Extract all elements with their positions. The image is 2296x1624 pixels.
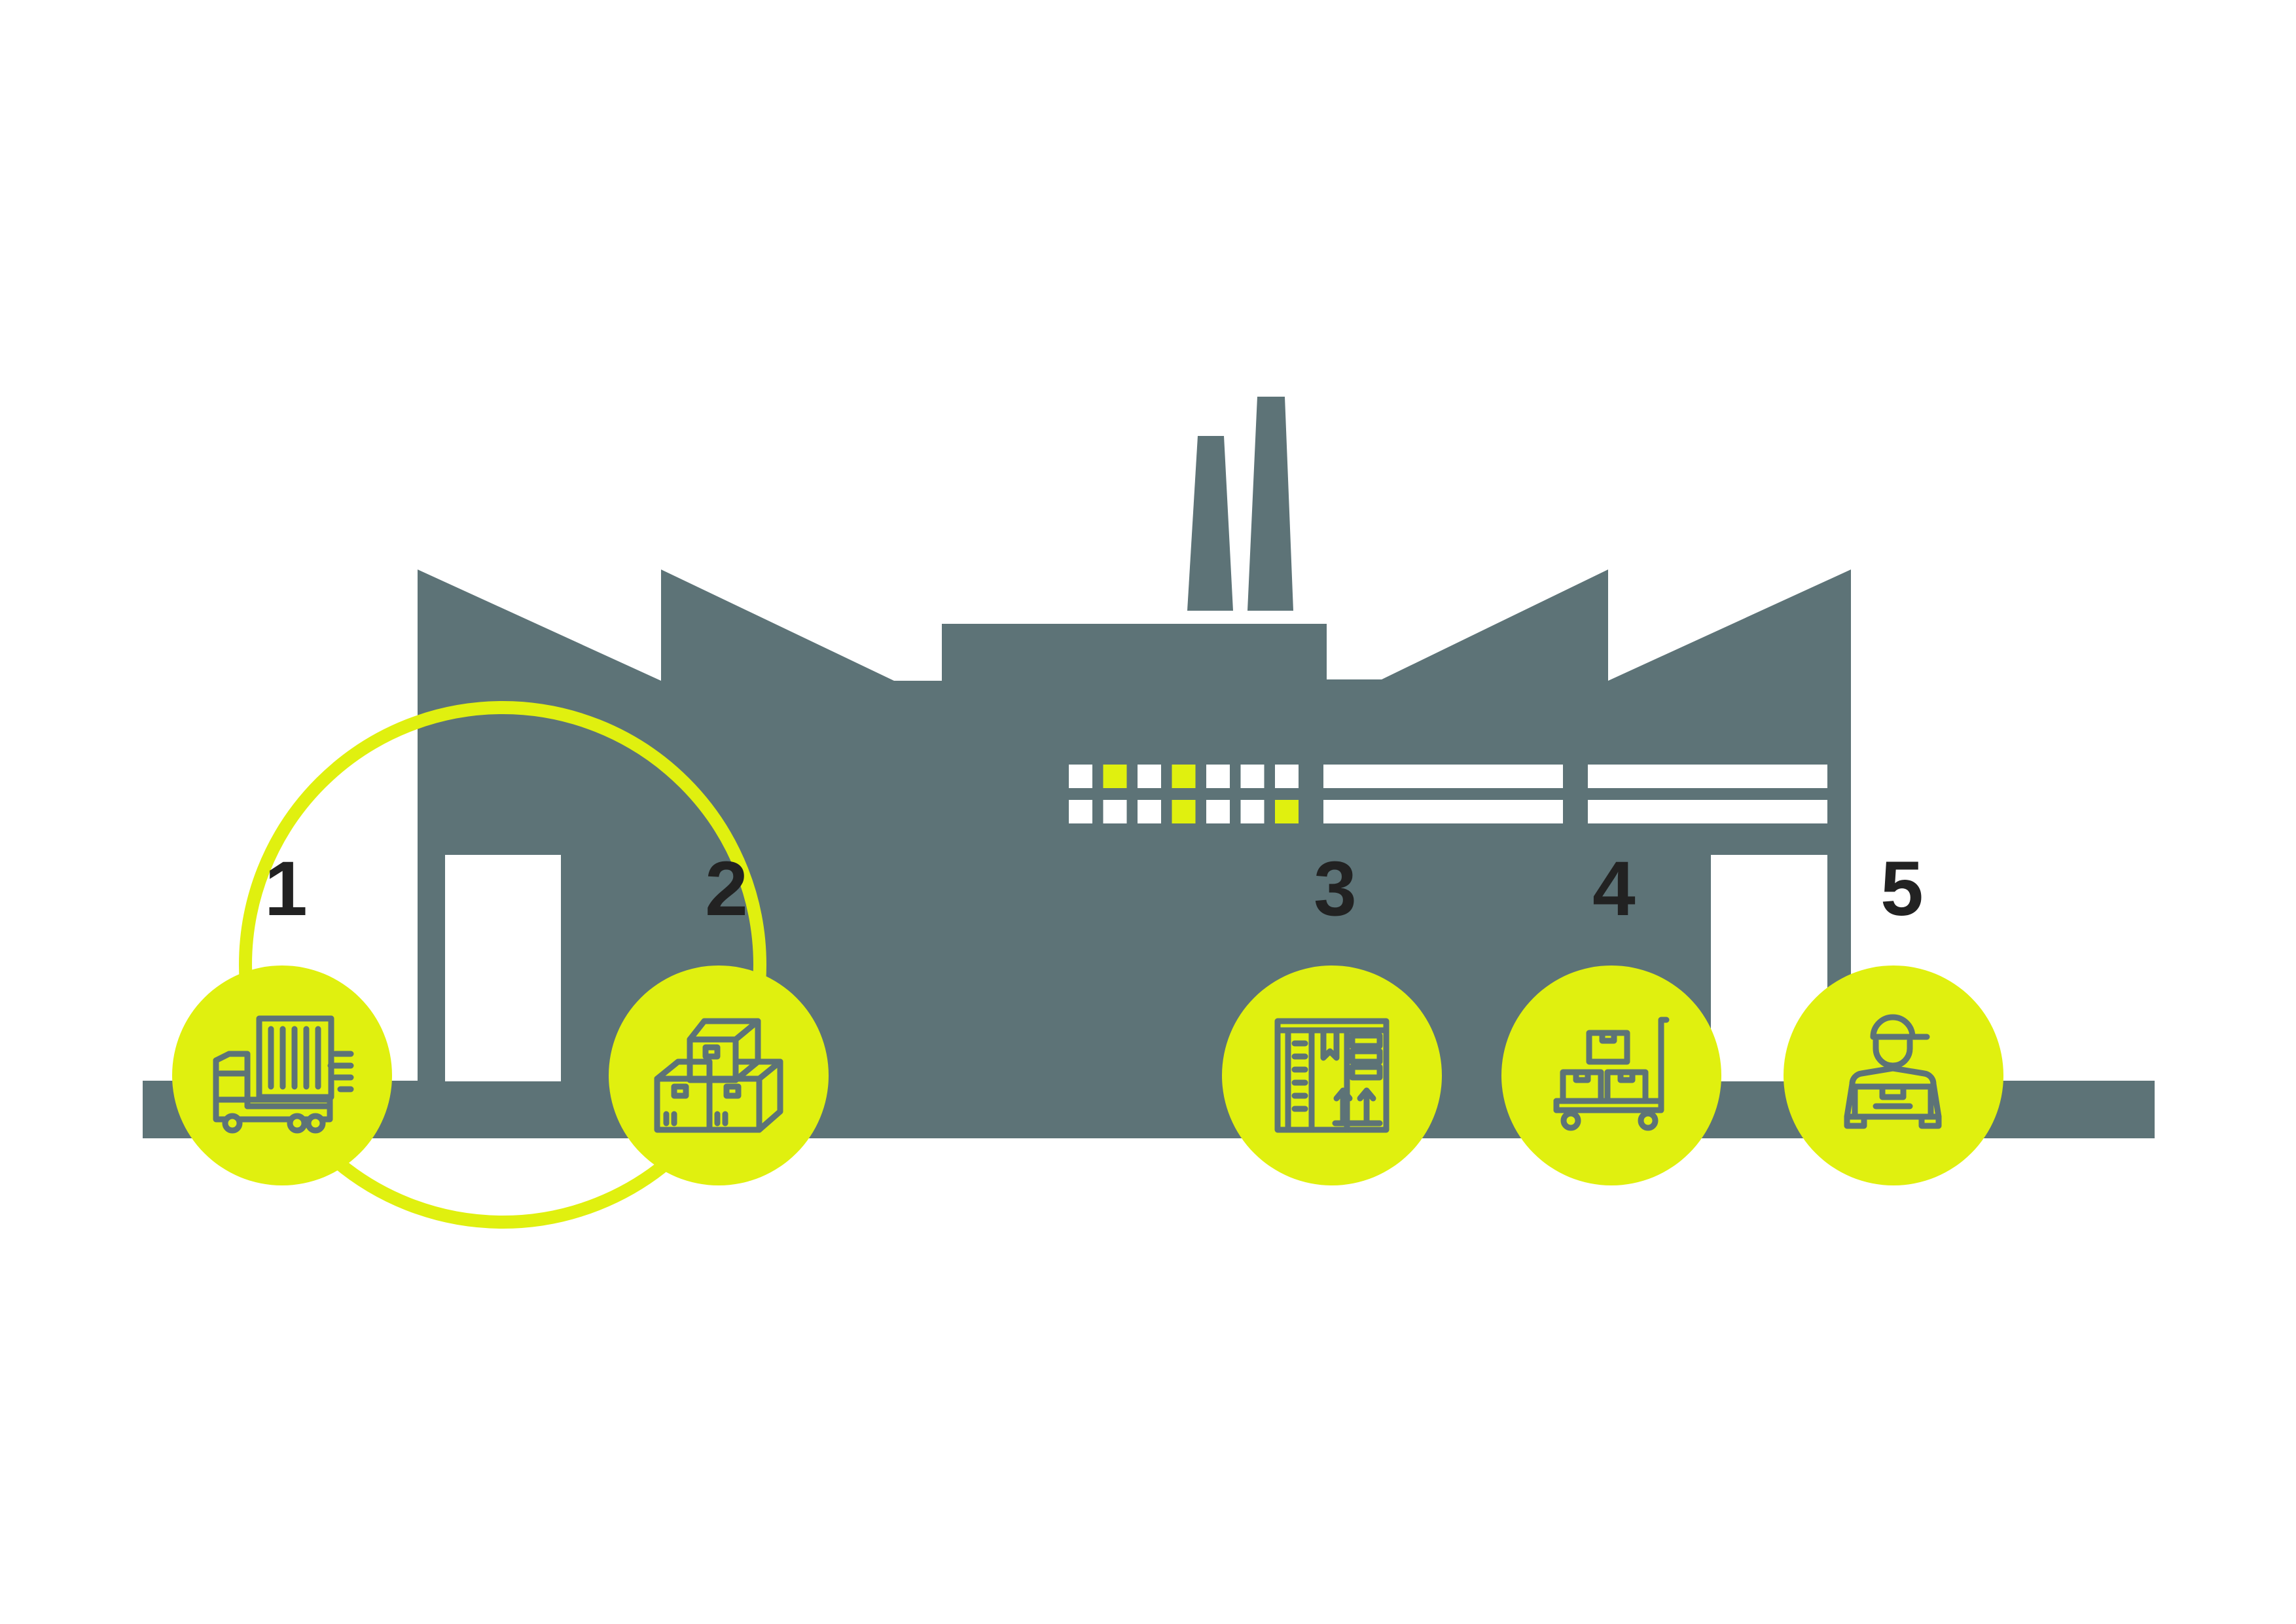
step-4 — [1501, 965, 1721, 1185]
window-band — [1588, 800, 1827, 823]
window — [1138, 800, 1161, 823]
delivery-worker-icon — [1844, 1014, 1942, 1129]
step-2 — [609, 965, 829, 1185]
window-lit — [1172, 765, 1196, 788]
step-2-circle — [609, 965, 829, 1185]
step-3-circle — [1222, 965, 1442, 1185]
window-band — [1323, 800, 1563, 823]
window-lit — [1275, 800, 1299, 823]
window — [1206, 765, 1230, 788]
window — [1103, 800, 1127, 823]
window — [1240, 765, 1265, 788]
window — [1206, 800, 1230, 823]
step-number-3: 3 — [1314, 846, 1357, 932]
window — [1275, 765, 1299, 788]
window-band — [1323, 765, 1563, 788]
factory-building — [418, 569, 1851, 1081]
process-loop-ring — [239, 701, 766, 1229]
step-3 — [1222, 965, 1442, 1185]
step-number-1: 1 — [264, 846, 308, 932]
window-band — [1588, 765, 1827, 788]
window-lit — [1103, 765, 1127, 788]
storage-shelf-icon — [1274, 1018, 1390, 1133]
step-5 — [1784, 965, 2003, 1185]
chimney-right — [1247, 397, 1293, 611]
stacked-boxes-icon — [654, 1018, 783, 1133]
window — [1138, 765, 1161, 788]
delivery-truck-icon — [213, 1015, 354, 1134]
step-4-circle — [1501, 965, 1721, 1185]
window — [1240, 800, 1265, 823]
hand-cart-icon — [1553, 1017, 1670, 1131]
step-5-circle — [1784, 965, 2003, 1185]
window-bands — [1323, 765, 1827, 823]
window-lit — [1172, 800, 1196, 823]
step-number-4: 4 — [1592, 846, 1636, 932]
step-number-2: 2 — [705, 846, 748, 932]
window-grid — [1069, 765, 1299, 823]
step-number-5: 5 — [1880, 846, 1924, 932]
window — [1069, 800, 1092, 823]
door-left — [445, 855, 561, 1081]
step-1 — [172, 965, 392, 1185]
chimney-left — [1187, 436, 1233, 611]
window — [1069, 765, 1092, 788]
